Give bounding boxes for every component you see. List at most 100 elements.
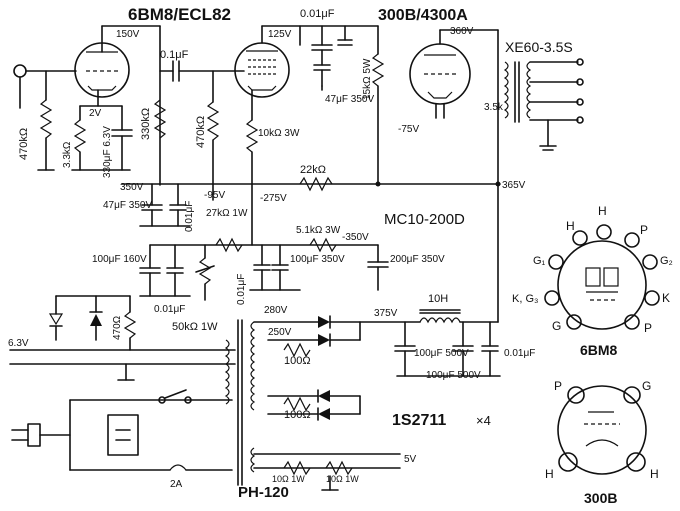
r-100-a-label: 100Ω <box>284 355 311 367</box>
r-33k-label: 3.3kΩ <box>62 141 73 168</box>
fuse <box>169 464 233 471</box>
pin-300b-p: P <box>554 379 562 393</box>
output-transformer <box>503 61 579 151</box>
resistor-27k <box>215 237 243 253</box>
mains-plug <box>11 399 233 471</box>
pinout-6bm8-name: 6BM8 <box>580 342 618 358</box>
rectifier-label: 1S2711 <box>392 412 446 429</box>
fuse-label: 2A <box>170 479 183 490</box>
pin-6bm8-kg3: K, G₃ <box>512 293 539 305</box>
pin-6bm8-p2: P <box>644 321 652 335</box>
pot-50k-label: 50kΩ 1W <box>172 321 218 333</box>
cap-200u <box>367 244 389 291</box>
resistor-22k <box>299 176 333 192</box>
choke <box>419 309 461 324</box>
pin-6bm8-p: P <box>640 223 648 237</box>
r-10k-label: 10kΩ 3W <box>258 128 300 139</box>
rect-375-label: 375V <box>374 308 398 319</box>
c-47-350-left-label: 47μF 350V <box>103 200 152 211</box>
screen-resistor-15k <box>371 25 385 183</box>
c-001-top-label: 0.01μF <box>300 8 335 20</box>
c-100-350-label: 100μF 350V <box>290 254 345 265</box>
r-100-b-label: 100Ω <box>284 409 311 421</box>
triode-plate-voltage: 150V <box>116 29 140 40</box>
secondary-250-label: 250V <box>268 327 292 338</box>
bias-275-label: -275V <box>260 193 287 204</box>
pin-300b-h2: H <box>650 467 659 481</box>
pin-300b-h1: H <box>545 467 554 481</box>
pinout-300b-name: 300B <box>584 490 617 506</box>
series-resistors-100 <box>283 342 311 412</box>
r-27k-label: 27kΩ 1W <box>206 208 248 219</box>
pinout-6bm8 <box>544 224 660 330</box>
power-transformer-label: PH-120 <box>238 484 289 501</box>
b-plus-365-label: 365V <box>502 180 526 191</box>
b-plus-350-label: 350V <box>120 182 144 193</box>
bias-resistor-10k <box>245 89 259 246</box>
plate-resistor-330k <box>153 99 167 139</box>
output-tube-symbol <box>409 29 471 119</box>
power-transformer-coils <box>224 319 256 486</box>
rectifier-diodes <box>253 315 361 421</box>
grid-resistor-470k <box>206 70 220 201</box>
c-100-500-a-label: 100μF 500V <box>414 348 469 359</box>
pin-6bm8-h: H <box>566 219 575 233</box>
resistor-5k1 <box>309 237 337 253</box>
cathode-bypass-cap <box>111 105 133 171</box>
input-jack <box>13 64 77 109</box>
c-100-500-b-label: 100μF 500V <box>426 370 481 381</box>
bias-caps <box>139 244 301 297</box>
cathode-resistor-3k3 <box>73 105 87 171</box>
bias-350-label: -350V <box>342 232 369 243</box>
inductance-label: 10H <box>428 293 448 305</box>
pin-6bm8-k: K <box>662 291 670 305</box>
c-47-350-top-label: 47μF 350V <box>325 94 374 105</box>
power-switch[interactable] <box>158 389 192 404</box>
heater-5-label: 5V <box>404 454 417 465</box>
speaker-terminals <box>576 58 584 124</box>
led-resistor-470 <box>123 295 137 351</box>
left-filter-caps <box>139 183 191 227</box>
preamp-tube-title: 6BM8/ECL82 <box>128 5 231 24</box>
triode-tube-symbol <box>74 25 161 186</box>
r-330k-label: 330kΩ <box>140 108 152 140</box>
c-330-label: 330μF 6.3V <box>102 126 113 178</box>
r-51k-label: 5.1kΩ 3W <box>296 225 341 236</box>
r-470-label: 470Ω <box>112 315 123 340</box>
pinout-300b <box>557 385 647 475</box>
heater-63-label: 6.3V <box>8 338 29 349</box>
secondary-280-label: 280V <box>264 305 288 316</box>
pentode-plate-voltage: 125V <box>268 29 292 40</box>
r-10-a-label: 10Ω 1W <box>272 474 305 484</box>
output-filter-caps <box>394 321 501 377</box>
load-label: 3.5k <box>484 102 504 113</box>
rectifier-count: ×4 <box>476 413 491 428</box>
coupling-capacitor <box>159 60 245 82</box>
c-100-160-label: 100μF 160V <box>92 254 147 265</box>
r-10-b-label: 10Ω 1W <box>326 474 359 484</box>
r-15k-label: 15kΩ 5W <box>362 58 373 100</box>
r-470k-grid-label: 470kΩ <box>195 116 207 148</box>
c-01-coupling-label: 0.1μF <box>160 49 189 61</box>
pin-6bm8-g2: G₂ <box>660 255 673 267</box>
c-200-label: 200μF 350V <box>390 254 445 265</box>
input-resistor-470k <box>37 70 55 171</box>
r-470k-in-label: 470kΩ <box>18 128 30 160</box>
c-001-mid-label: 0.01μF <box>154 304 185 315</box>
r-22k-label: 22kΩ <box>300 164 326 176</box>
plate-300b-voltage: 360V <box>450 26 474 37</box>
choke-label: MC10-200D <box>384 211 465 228</box>
pin-6bm8-g: G <box>552 319 561 333</box>
c-001-out-label: 0.01μF <box>504 348 535 359</box>
heater-5v-line <box>253 453 401 491</box>
output-tube-title: 300B/4300A <box>378 7 468 24</box>
feedback-capacitors <box>299 25 353 87</box>
pentode-tube-symbol <box>234 25 290 98</box>
output-transformer-label: XE60-3.5S <box>505 39 573 55</box>
cathode-voltage: 2V <box>89 108 102 119</box>
noise-filter-box <box>107 414 139 456</box>
cathode-300b-voltage: -75V <box>398 124 419 135</box>
c-001-left-label: 0.01μF <box>184 201 195 232</box>
